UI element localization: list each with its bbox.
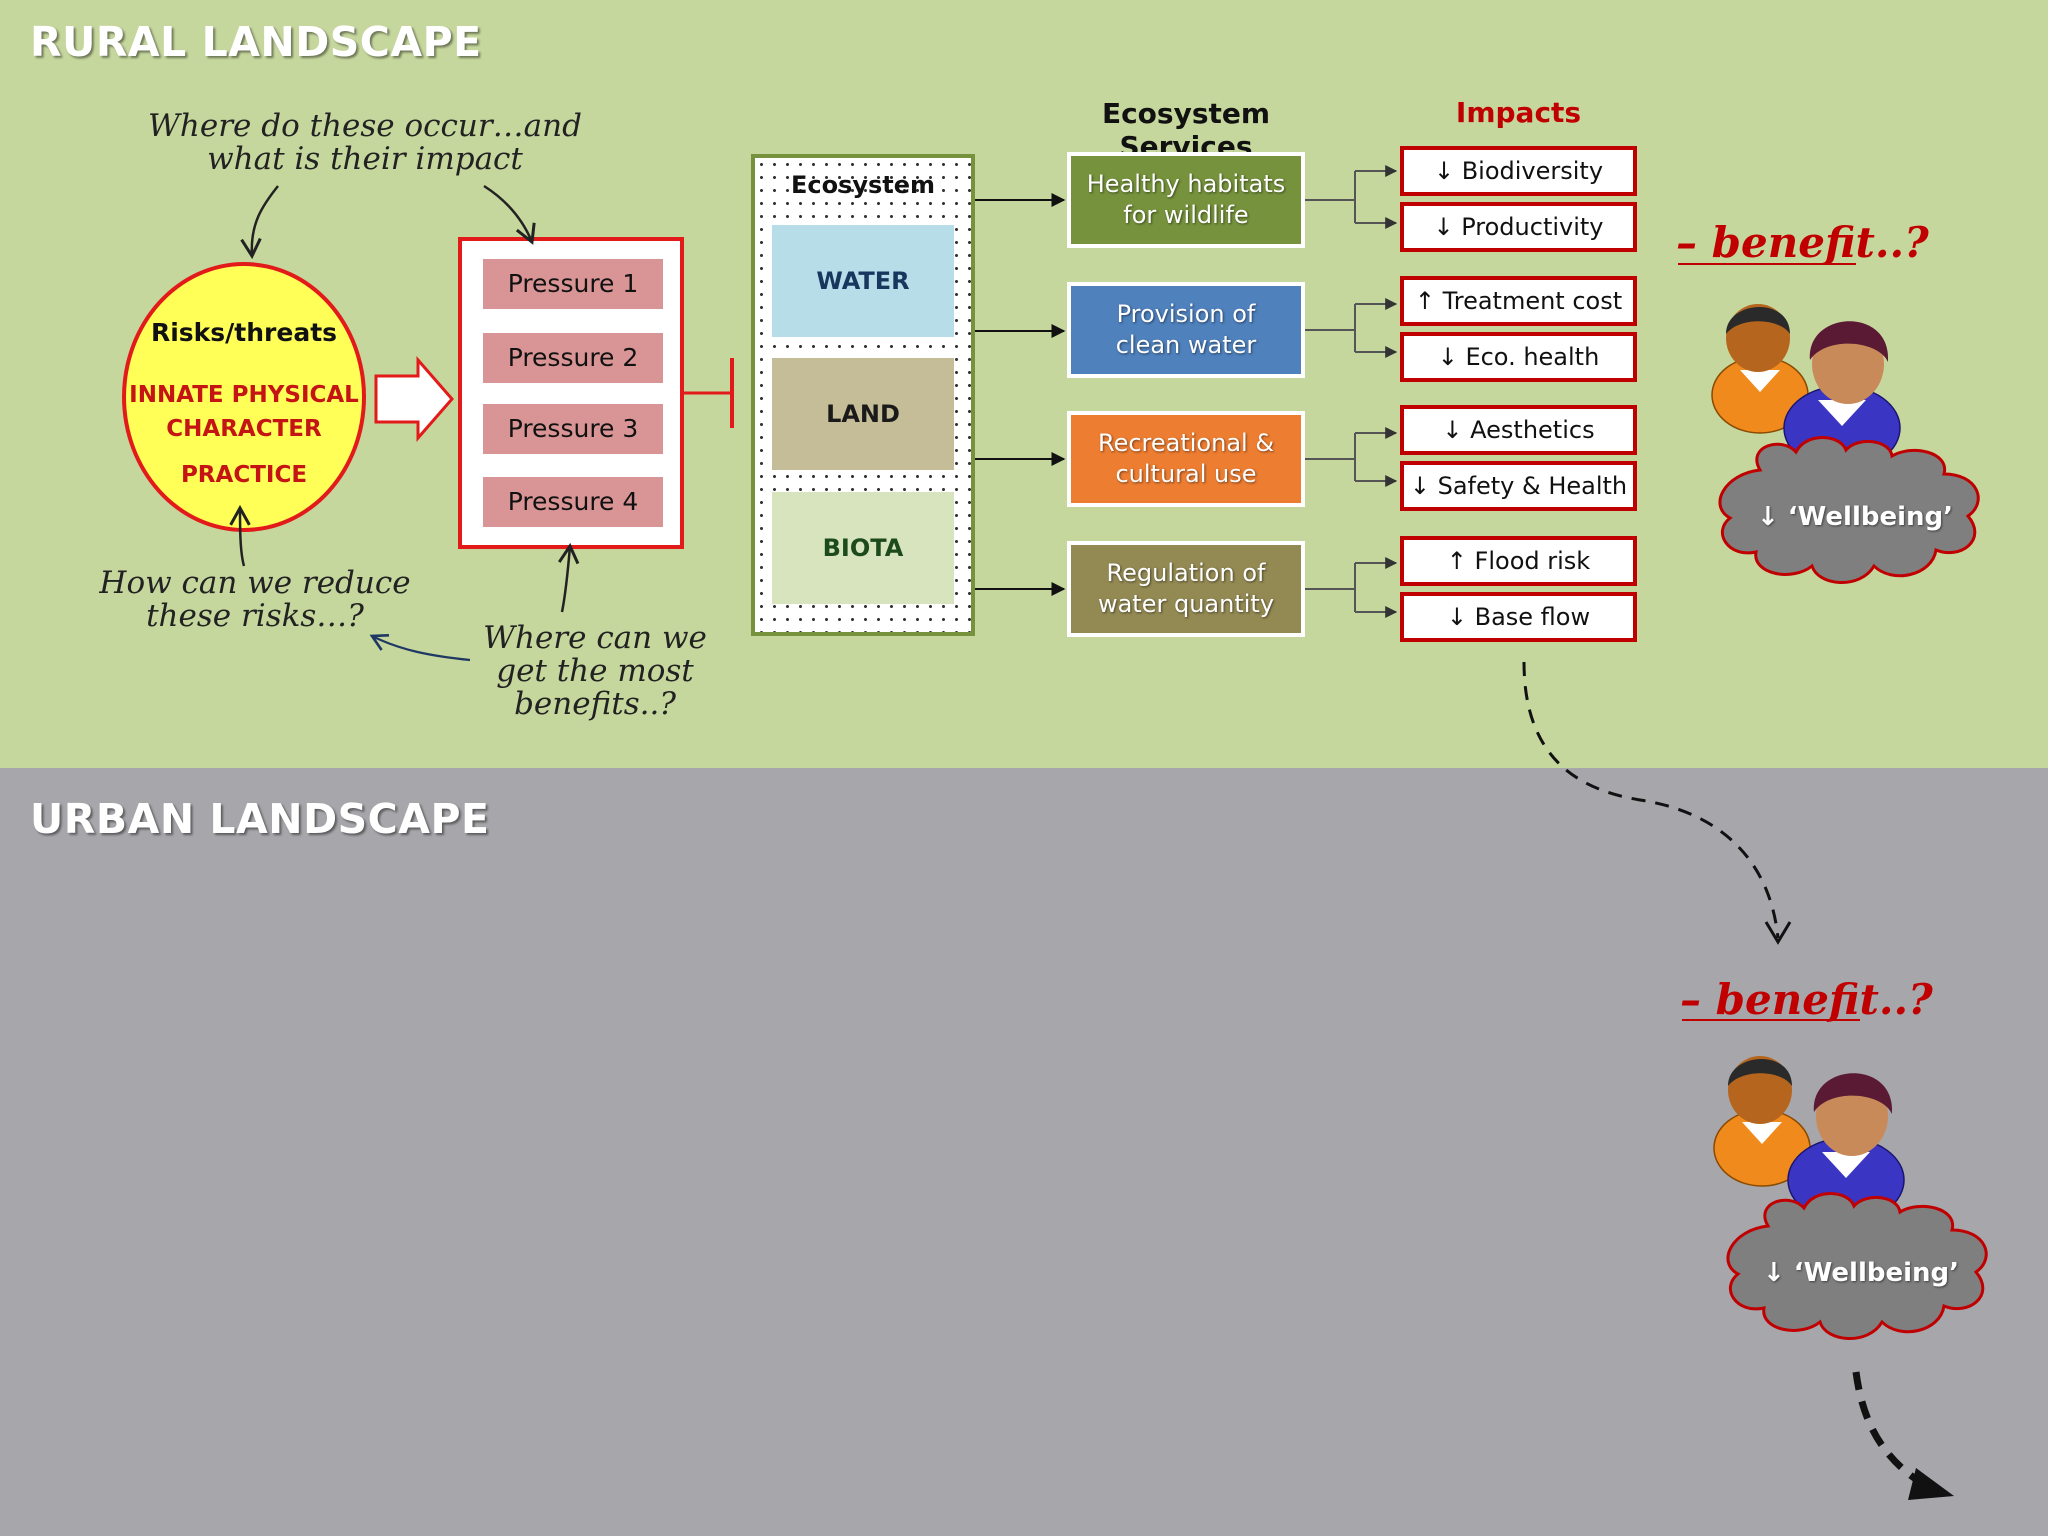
biota-block: BIOTA <box>772 492 954 604</box>
water-block: WATER <box>772 225 954 337</box>
rural-wellbeing-label: ↓ ‘Wellbeing’ <box>1756 502 1954 532</box>
urban-wellbeing-label: ↓ ‘Wellbeing’ <box>1762 1258 1960 1288</box>
rural-to-urban-arrowhead <box>1764 921 1792 945</box>
urban-landscape-panel <box>0 768 2048 1536</box>
impact-productivity: ↓ Productivity <box>1400 202 1637 252</box>
reduce-risks-line-1: How can we reduce <box>99 565 411 601</box>
arrow-to-pressures <box>483 184 536 245</box>
where-occur-line-2: what is their impact <box>207 141 523 177</box>
impact-safety-health: ↓ Safety & Health <box>1400 461 1637 511</box>
service-1-line-2: for wildlife <box>1123 201 1249 229</box>
risk-to-pressure-block-arrow <box>374 355 454 443</box>
pressure-1: Pressure 1 <box>483 259 663 309</box>
urban-outflow-arrowhead <box>1908 1468 1954 1500</box>
reduce-risks-note: How can we reduce these risks…? <box>90 567 420 633</box>
most-benefits-line-3: benefits..? <box>514 686 676 722</box>
service-healthy-habitats: Healthy habitats for wildlife <box>1067 152 1305 248</box>
arrow-benefits-to-reduce <box>369 633 471 662</box>
service-4-line-2: water quantity <box>1097 590 1275 618</box>
service-2-line-2: clean water <box>1115 331 1257 359</box>
urban-wellbeing-cloud <box>1726 1192 1988 1340</box>
service-impact-connectors <box>1305 165 1398 618</box>
risks-threats-circle: Risks/threats INNATE PHYSICAL CHARACTER … <box>122 262 366 532</box>
rural-to-urban-dashed-arrow <box>1522 661 1780 939</box>
arrow-to-circle <box>240 185 279 260</box>
service-clean-water: Provision of clean water <box>1067 282 1305 378</box>
service-3-line-2: cultural use <box>1115 460 1257 488</box>
arrow-benefits-to-pressures <box>558 542 580 613</box>
most-benefits-note: Where can we get the most benefits..? <box>470 622 720 721</box>
impact-aesthetics: ↓ Aesthetics <box>1400 405 1637 455</box>
practice-label: PRACTICE <box>180 462 308 488</box>
service-2-line-1: Provision of <box>1116 300 1256 328</box>
arrow-reduce-to-circle <box>229 504 251 567</box>
risks-title: Risks/threats <box>150 318 338 347</box>
where-occur-note: Where do these occur…and what is their i… <box>120 110 610 176</box>
urban-benefit-label: – benefit..? <box>1680 975 1933 1024</box>
ecosystem-title: Ecosystem <box>790 171 936 199</box>
urban-section-title: URBAN LANDSCAPE <box>30 795 490 843</box>
service-4-line-1: Regulation of <box>1106 559 1266 587</box>
impact-treatment-cost: ↑ Treatment cost <box>1400 276 1637 326</box>
most-benefits-line-1: Where can we <box>483 620 707 656</box>
innate-line-2: CHARACTER <box>166 416 322 442</box>
impact-eco-health: ↓ Eco. health <box>1400 332 1637 382</box>
impact-flood-risk: ↑ Flood risk <box>1400 536 1637 586</box>
service-recreational-use: Recreational & cultural use <box>1067 411 1305 507</box>
impact-base-flow: ↓ Base flow <box>1400 592 1637 642</box>
service-3-line-1: Recreational & <box>1097 429 1275 457</box>
rural-section-title: RURAL LANDSCAPE <box>30 18 482 66</box>
innate-line-1: INNATE PHYSICAL <box>129 382 359 408</box>
rural-wellbeing-cloud <box>1718 436 1980 584</box>
land-block: LAND <box>772 358 954 470</box>
impacts-heading: Impacts <box>1455 96 1582 129</box>
rural-benefit-label: – benefit..? <box>1676 218 1929 267</box>
service-water-quantity: Regulation of water quantity <box>1067 541 1305 637</box>
innate-physical-character: INNATE PHYSICAL CHARACTER <box>126 378 362 446</box>
most-benefits-line-2: get the most <box>496 653 694 689</box>
where-occur-line-1: Where do these occur…and <box>148 108 582 144</box>
pressure-4: Pressure 4 <box>483 477 663 527</box>
service-1-line-1: Healthy habitats <box>1086 170 1286 198</box>
pressure-2: Pressure 2 <box>483 333 663 383</box>
reduce-risks-line-2: these risks…? <box>146 598 364 634</box>
person-left-icon <box>1711 304 1809 434</box>
impact-biodiversity: ↓ Biodiversity <box>1400 146 1637 196</box>
pressure-3: Pressure 3 <box>483 404 663 454</box>
